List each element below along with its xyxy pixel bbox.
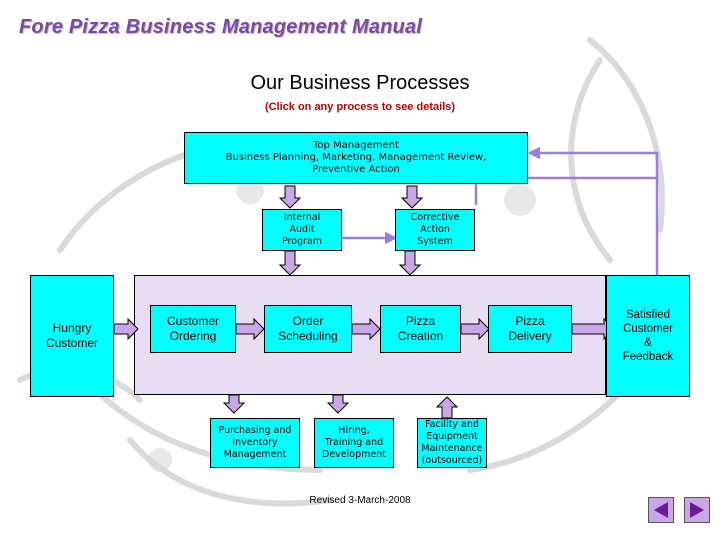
facility-maintenance-label: Facility and Equipment Maintenance (outs… bbox=[421, 419, 483, 466]
hungry-customer-box[interactable]: Hungry Customer bbox=[30, 275, 114, 397]
order-scheduling-process[interactable]: Order Scheduling bbox=[264, 305, 352, 353]
corrective-action-label: Corrective Action System bbox=[410, 212, 460, 247]
customer-ordering-process[interactable]: Customer Ordering bbox=[150, 305, 236, 353]
corrective-action-process[interactable]: Corrective Action System bbox=[395, 209, 475, 251]
top-management-process[interactable]: Top Management Business Planning, Market… bbox=[184, 132, 528, 184]
hungry-customer-label: Hungry Customer bbox=[45, 321, 98, 350]
purchasing-inventory-label: Purchasing and Inventory Management bbox=[218, 425, 292, 460]
customer-ordering-label: Customer Ordering bbox=[166, 314, 219, 343]
satisfied-customer-label: Satisfied Customer & Feedback bbox=[622, 309, 674, 363]
top-management-label: Top Management Business Planning, Market… bbox=[225, 140, 487, 175]
pizza-delivery-process[interactable]: Pizza Delivery bbox=[488, 305, 572, 353]
revision-note: Revised 3-March-2008 bbox=[309, 495, 411, 506]
order-scheduling-label: Order Scheduling bbox=[278, 314, 338, 343]
facility-maintenance-process[interactable]: Facility and Equipment Maintenance (outs… bbox=[417, 418, 487, 468]
left-triangle-icon bbox=[654, 502, 668, 518]
purchasing-inventory-process[interactable]: Purchasing and Inventory Management bbox=[210, 418, 300, 468]
manual-title: Fore Pizza Business Management Manual bbox=[19, 16, 423, 38]
pizza-delivery-label: Pizza Delivery bbox=[508, 314, 552, 343]
pizza-creation-label: Pizza Creation bbox=[397, 314, 444, 343]
satisfied-customer-box[interactable]: Satisfied Customer & Feedback bbox=[606, 275, 690, 397]
previous-slide-button[interactable] bbox=[648, 497, 674, 523]
hiring-training-process[interactable]: Hiring, Training and Development bbox=[314, 418, 394, 468]
internal-audit-label: Internal Audit Program bbox=[281, 212, 323, 247]
next-slide-button[interactable] bbox=[684, 497, 710, 523]
right-triangle-icon bbox=[690, 502, 704, 518]
internal-audit-process[interactable]: Internal Audit Program bbox=[262, 209, 342, 251]
click-instruction: (Click on any process to see details) bbox=[264, 101, 456, 113]
pizza-creation-process[interactable]: Pizza Creation bbox=[380, 305, 461, 353]
page-title: Our Business Processes bbox=[250, 72, 470, 94]
hiring-training-label: Hiring, Training and Development bbox=[322, 425, 386, 460]
